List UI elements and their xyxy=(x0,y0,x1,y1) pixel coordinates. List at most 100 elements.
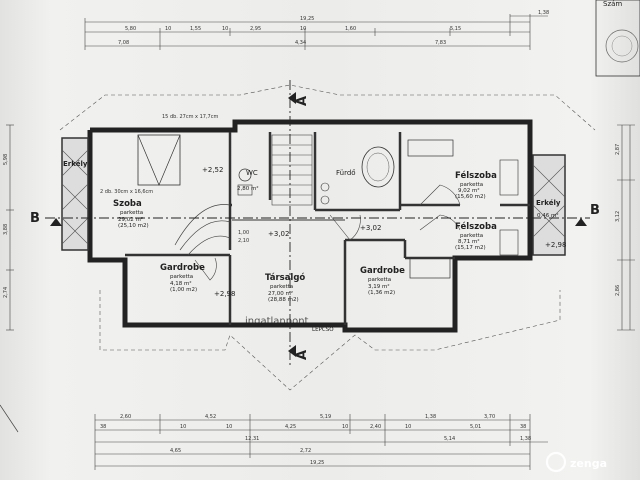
bottom-dim-a5: 3,70 xyxy=(484,414,495,420)
inner-dim-1: 1,00 xyxy=(238,230,249,236)
room-szoba-area: 29,02 m² xyxy=(118,216,143,223)
watermark-logo: zenga xyxy=(570,457,607,470)
top-dim-6: 10 xyxy=(300,26,306,32)
section-a-top: A xyxy=(295,96,310,106)
level-l1: +2,52 xyxy=(202,166,223,174)
level-l5: +2,98 xyxy=(545,241,566,249)
section-b-arrow-left xyxy=(50,218,62,226)
level-l3: +2,98 xyxy=(214,290,235,298)
bathtub-icon xyxy=(361,146,395,188)
room-szoba-area2: (25,10 m2) xyxy=(118,223,149,229)
right-dim-2: 3,12 xyxy=(615,211,621,222)
bottom-dim-b9: 38 xyxy=(520,424,526,430)
bottom-dim-a2: 4,52 xyxy=(205,414,216,420)
room-felszoba1-name: Félszoba xyxy=(455,170,497,181)
right-dim-1: 2,87 xyxy=(615,144,621,155)
bottom-dim-b6: 2,40 xyxy=(370,424,381,430)
bottom-dim-a1: 2,60 xyxy=(120,414,131,420)
left-balcony-hatch xyxy=(61,149,89,245)
section-a-arrow-top xyxy=(288,92,296,104)
desk-icon-1 xyxy=(407,139,454,157)
level-l4: +3,02 xyxy=(360,224,381,232)
room-wc-name: WC xyxy=(246,169,258,177)
room-gardrobe2-name: Gardrobe xyxy=(360,266,405,276)
room-gardrobe1-name: Gardrobe xyxy=(160,263,205,273)
stamp-label: Szám xyxy=(603,0,622,8)
top-dim-9: 7,08 xyxy=(118,40,129,46)
room-felszoba2-name: Félszoba xyxy=(455,221,497,232)
top-dim-1: 5,80 xyxy=(125,26,136,32)
top-right-small-dim: 1,38 xyxy=(538,10,549,16)
room-felszoba1-area2: (15,60 m2) xyxy=(455,194,486,200)
room-felszoba2-floor: parketta xyxy=(460,233,483,239)
bottom-dim-b4: 4,25 xyxy=(285,424,296,430)
top-dim-7: 1,60 xyxy=(345,26,356,32)
top-dim-2: 10 xyxy=(165,26,171,32)
top-total-dim: 19,25 xyxy=(300,16,314,22)
top-dim-5: 2,95 xyxy=(250,26,261,32)
room-wc-area: 2,80 m² xyxy=(237,185,259,192)
right-dim-3: 2,86 xyxy=(615,285,621,296)
stair-note-2: 2 db. 30cm x 16,6cm xyxy=(100,189,153,195)
room-tarsalgo-area2: (28,88 m2) xyxy=(268,297,299,303)
bottom-dim-c2: 5,14 xyxy=(444,436,455,442)
level-l2: +3,02 xyxy=(268,230,289,238)
right-balcony-hatch xyxy=(532,164,566,238)
sink-icon xyxy=(320,182,330,192)
section-b-left: B xyxy=(30,211,40,226)
left-balcony xyxy=(61,137,89,251)
room-furdo-name: Fürdő xyxy=(336,168,356,177)
bottom-dim-b3: 10 xyxy=(226,424,232,430)
room-felszoba1-area: 9,02 m² xyxy=(458,187,480,194)
top-dim-3: 1,55 xyxy=(190,26,201,32)
spiral-stair xyxy=(174,204,231,256)
room-tarsalgo-area: 27,00 m² xyxy=(268,290,293,297)
bottom-dim-a3: 5,19 xyxy=(320,414,331,420)
bottom-dim-b1: 38 xyxy=(100,424,106,430)
left-dimension-lines xyxy=(6,124,14,331)
bottom-dim-a4: 1,38 xyxy=(425,414,436,420)
room-erkely-right-name: Erkély xyxy=(536,199,561,207)
top-dim-4: 10 xyxy=(222,26,228,32)
room-erkely-right-area: 0,46 m² xyxy=(537,212,559,219)
bottom-dimension-lines xyxy=(94,414,548,470)
bed-icon xyxy=(137,134,181,186)
room-gardrobe2-area: 3,19 m² xyxy=(368,283,390,290)
desk-icon-2 xyxy=(409,257,451,279)
bottom-dim-c3: 1,38 xyxy=(520,436,531,442)
room-gardrobe2-floor: parketta xyxy=(368,277,391,283)
room-tarsalgo-floor: parketta xyxy=(270,284,293,290)
room-felszoba2-area: 8,71 m² xyxy=(458,238,480,245)
top-dimension-lines xyxy=(84,14,548,50)
stamp-box xyxy=(595,0,640,77)
main-stairs xyxy=(271,134,313,206)
section-a-bottom: A xyxy=(295,350,310,360)
inner-dim-2: 2,10 xyxy=(238,238,249,244)
toilet-icon xyxy=(238,168,252,182)
left-dim-3: 2,74 xyxy=(3,287,9,298)
bottom-dim-d2: 2,72 xyxy=(300,448,311,454)
right-dimension-lines xyxy=(617,124,635,331)
top-dim-10: 4,34 xyxy=(295,40,306,46)
room-szoba-floor: parketta xyxy=(120,210,143,216)
left-dim-2: 3,88 xyxy=(3,224,9,235)
room-felszoba2-area2: (15,17 m2) xyxy=(455,245,486,251)
roof-outline-top xyxy=(59,84,596,131)
seal-icon xyxy=(605,29,639,63)
room-gardrobe1-area2: (1,00 m2) xyxy=(170,287,197,293)
section-b-right: B xyxy=(590,203,600,218)
room-lepcso-name: LÉPCSŐ xyxy=(312,325,334,333)
north-arrow-fragment xyxy=(0,404,19,433)
outer-walls xyxy=(87,119,533,333)
bottom-dim-b7: 10 xyxy=(405,424,411,430)
watermark-center: ingatlanpont xyxy=(245,316,309,327)
bottom-dim-d1: 4,65 xyxy=(170,448,181,454)
bottom-total-dim: 19,25 xyxy=(310,460,324,466)
room-felszoba1-floor: parketta xyxy=(460,182,483,188)
room-gardrobe2-area2: (1,36 m2) xyxy=(368,290,395,296)
room-szoba-name: Szoba xyxy=(113,199,142,209)
room-tarsalgo-name: Társalgó xyxy=(265,272,305,283)
bottom-dim-b8: 5,01 xyxy=(470,424,481,430)
